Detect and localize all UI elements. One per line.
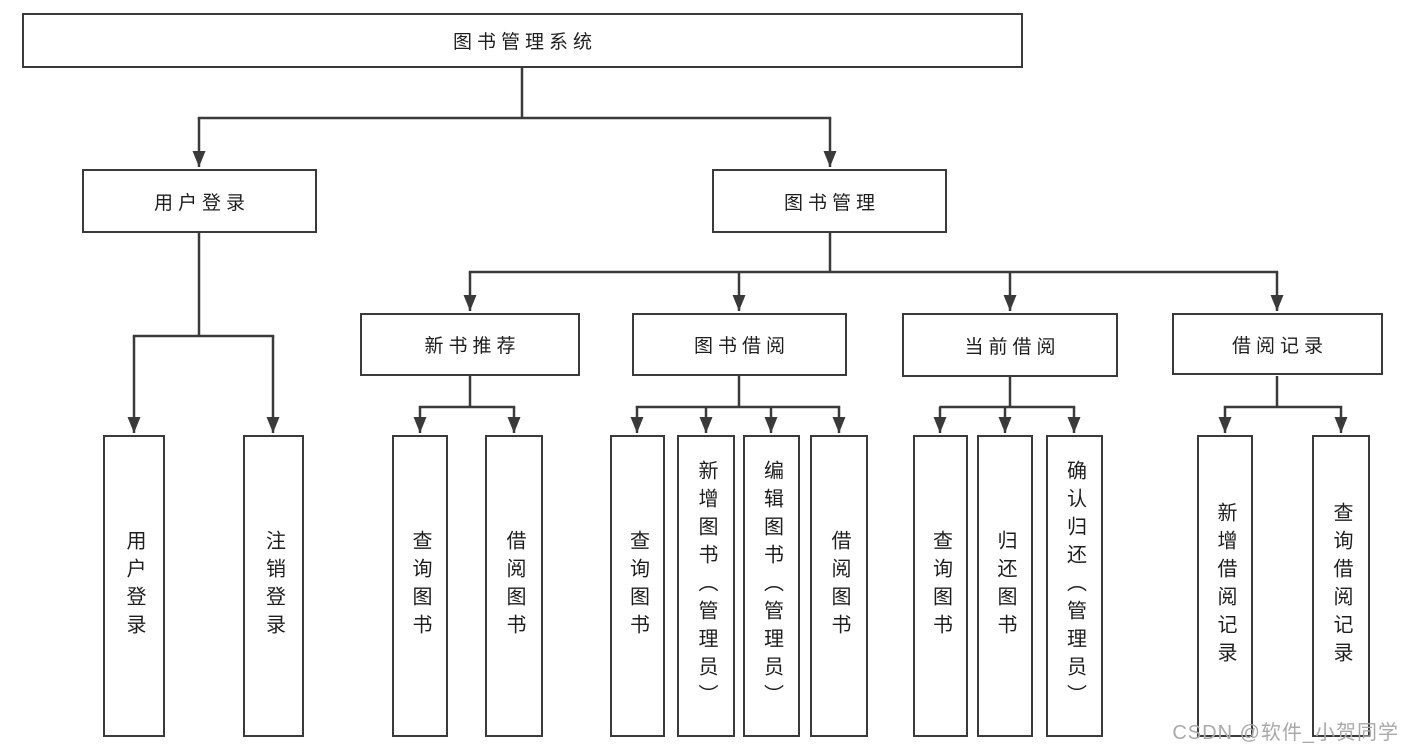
leaf-borrowing-borrow-books: 借阅图书 [810, 435, 868, 737]
connector-user-login-children [127, 233, 280, 433]
node-current-borrowing: 当前借阅 [902, 313, 1118, 377]
leaf-current-query-books-label: 查询图书 [929, 530, 952, 642]
node-borrow-records-label: 借阅记录 [1231, 335, 1328, 357]
leaf-borrowing-edit-books-label: 编辑图书（管理员） [760, 460, 783, 712]
csdn-watermark: CSDN @软件_小贺同学 [1172, 722, 1399, 744]
node-book-management-label: 图书管理 [783, 192, 880, 214]
leaf-current-return-books-label: 归还图书 [994, 530, 1016, 642]
leaf-records-query-record-label: 查询借阅记录 [1330, 502, 1352, 670]
node-user-login-label: 用户登录 [153, 192, 250, 214]
leaf-current-confirm-return-label: 确认归还（管理员） [1063, 460, 1086, 712]
leaf-logout-label: 注销登录 [262, 530, 285, 642]
leaf-borrowing-borrow-books-label: 借阅图书 [828, 530, 850, 642]
leaf-records-query-record: 查询借阅记录 [1312, 435, 1370, 737]
node-book-borrowing-label: 图书借阅 [693, 336, 790, 357]
leaf-user-login-label: 用户登录 [123, 530, 145, 642]
connector-new-book-children [413, 376, 521, 433]
node-book-borrowing: 图书借阅 [632, 313, 847, 376]
leaf-borrowing-edit-books: 编辑图书（管理员） [743, 435, 800, 737]
node-user-login: 用户登录 [82, 169, 317, 233]
connector-root-to-level2 [192, 68, 837, 167]
leaf-borrowing-query-books: 查询图书 [610, 435, 665, 737]
node-new-book-recommend-label: 新书推荐 [424, 336, 521, 357]
leaf-current-confirm-return: 确认归还（管理员） [1046, 435, 1103, 737]
leaf-logout: 注销登录 [243, 435, 304, 737]
leaf-current-query-books: 查询图书 [913, 435, 968, 737]
leaf-newbook-query-books: 查询图书 [392, 435, 448, 737]
connector-records-children [1218, 376, 1348, 433]
connector-book-mgmt-to-level3 [463, 233, 1284, 311]
leaf-newbook-borrow-books-label: 借阅图书 [503, 530, 525, 642]
leaf-newbook-borrow-books: 借阅图书 [485, 435, 543, 737]
node-current-borrowing-label: 当前借阅 [964, 336, 1061, 358]
leaf-borrowing-add-books: 新增图书（管理员） [677, 435, 735, 737]
node-library-system-label: 图书管理系统 [452, 32, 597, 53]
node-borrow-records: 借阅记录 [1172, 313, 1383, 375]
leaf-current-return-books: 归还图书 [977, 435, 1033, 737]
leaf-user-login: 用户登录 [103, 435, 165, 737]
node-book-management: 图书管理 [712, 169, 947, 233]
connector-current-children [933, 376, 1081, 433]
leaf-records-add-record: 新增借阅记录 [1197, 435, 1253, 737]
leaf-newbook-query-books-label: 查询图书 [409, 530, 431, 642]
node-new-book-recommend: 新书推荐 [360, 313, 580, 376]
node-library-system: 图书管理系统 [22, 13, 1023, 68]
leaf-borrowing-add-books-label: 新增图书（管理员） [695, 460, 717, 712]
leaf-borrowing-query-books-label: 查询图书 [626, 530, 649, 642]
connector-borrowing-children [630, 376, 846, 433]
leaf-records-add-record-label: 新增借阅记录 [1214, 502, 1236, 670]
